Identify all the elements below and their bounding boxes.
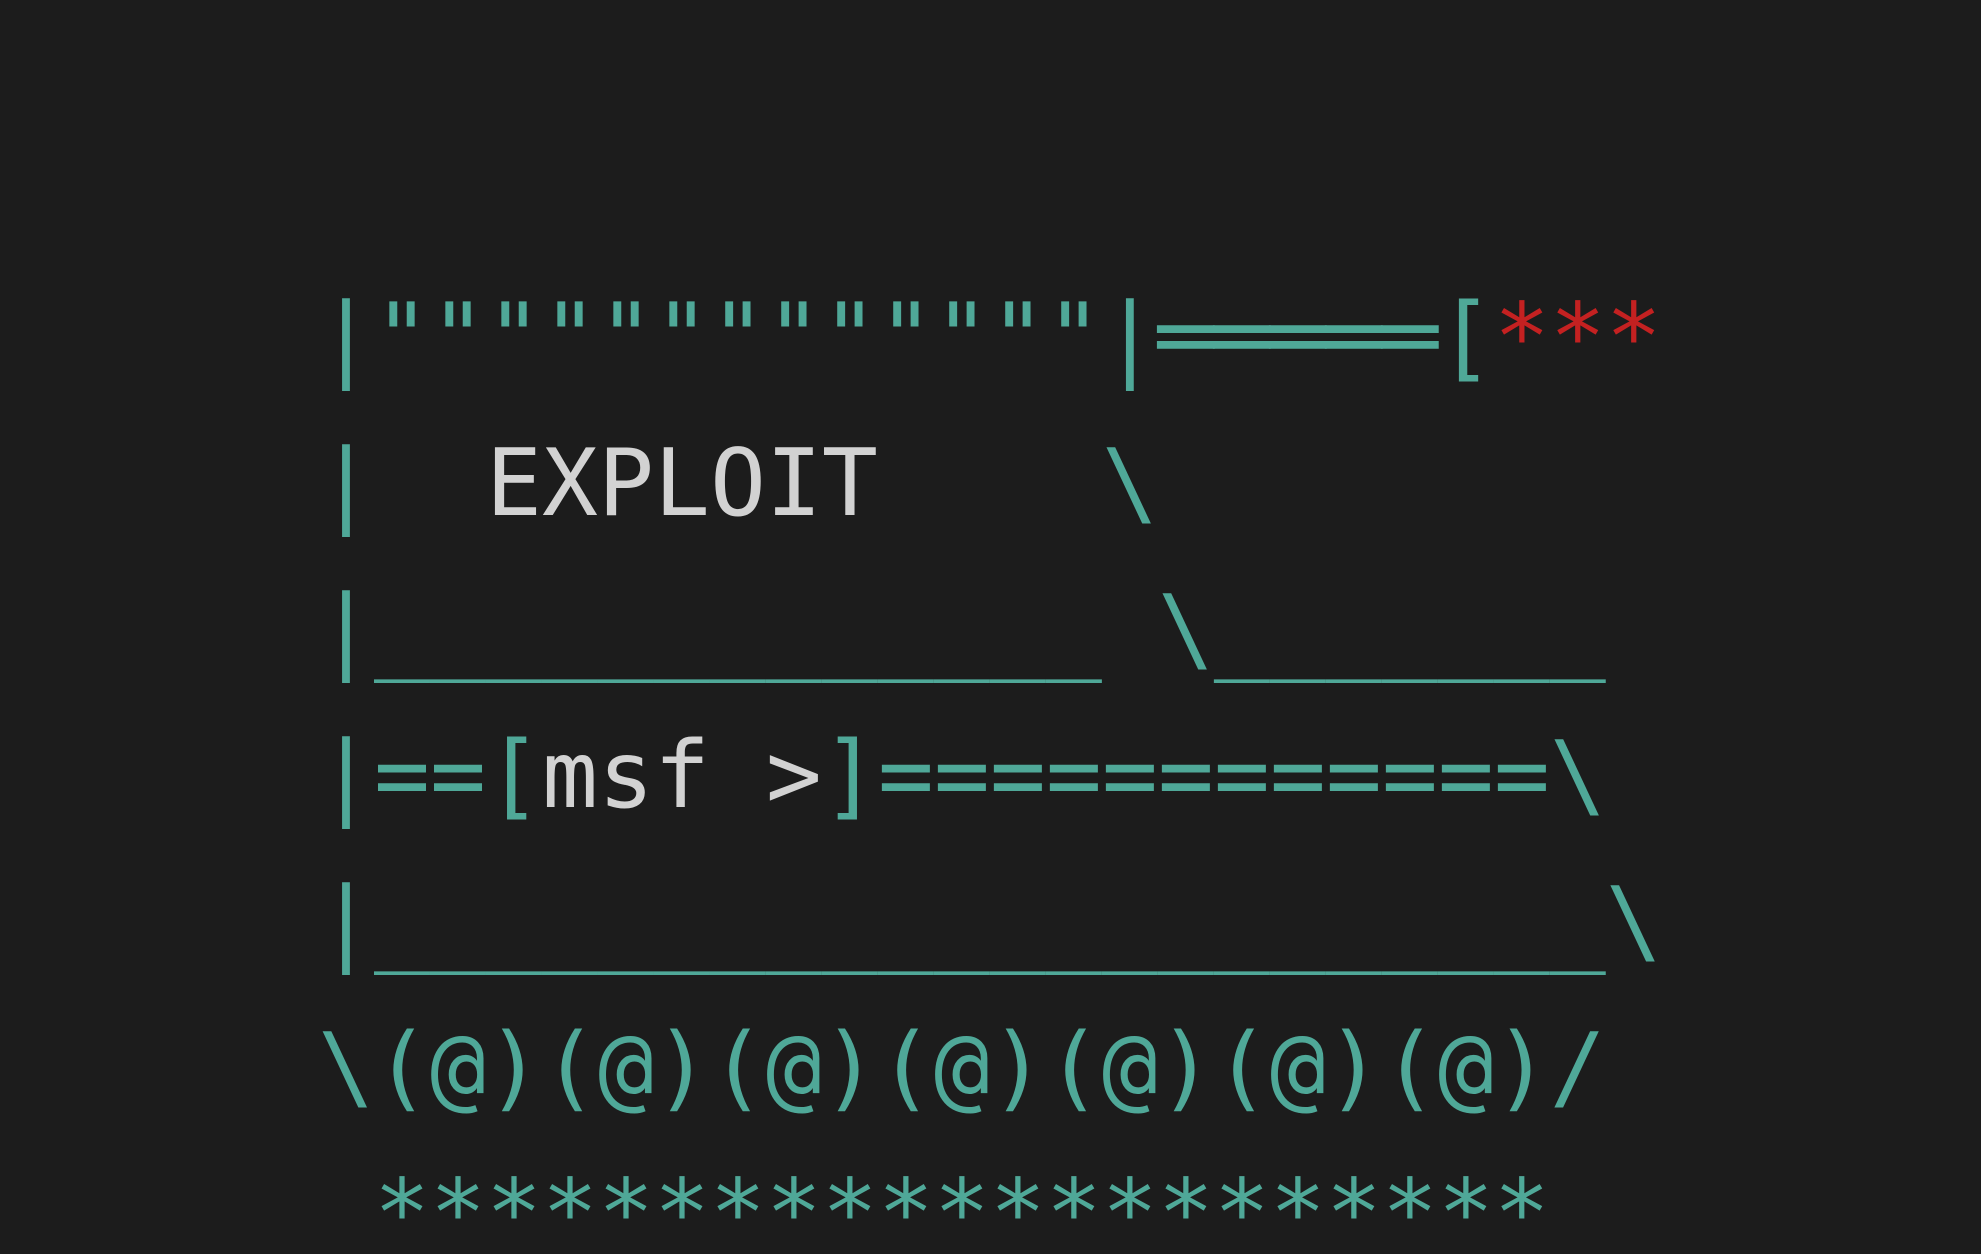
banner-line-5: |______________________\ [318,848,1662,994]
gun-barrel-art: |"""""""""""""|═════[ [318,283,1494,391]
banner-line-7: ********************* [318,1140,1662,1254]
banner-line-3: |_____________ \_______ [318,556,1662,702]
ascii-art-banner: |"""""""""""""|═════[***| EXPLOIT \|____… [318,264,1662,1254]
hull-left-bracket: |==[ [318,721,542,829]
hull-right-bracket: ]============\ [821,721,1606,829]
tank-track-stars: ********************* [318,1159,1550,1254]
exploit-label: EXPLOIT [485,429,878,537]
banner-line-1: |"""""""""""""|═════[*** [318,264,1662,410]
hull-base: |______________________\ [318,867,1662,975]
tank-wheels: \(@)(@)(@)(@)(@)(@)(@)/ [318,1013,1606,1121]
banner-line-2: | EXPLOIT \ [318,410,1662,556]
turret-slope: \ [877,429,1158,537]
banner-line-6: \(@)(@)(@)(@)(@)(@)(@)/ [318,994,1662,1140]
msf-prompt-label: msf > [541,721,822,829]
muzzle-flash-stars: *** [1493,283,1662,391]
turret-left-edge: | [318,429,486,537]
turret-base: |_____________ \_______ [318,575,1606,683]
banner-line-4: |==[msf >]============\ [318,702,1662,848]
